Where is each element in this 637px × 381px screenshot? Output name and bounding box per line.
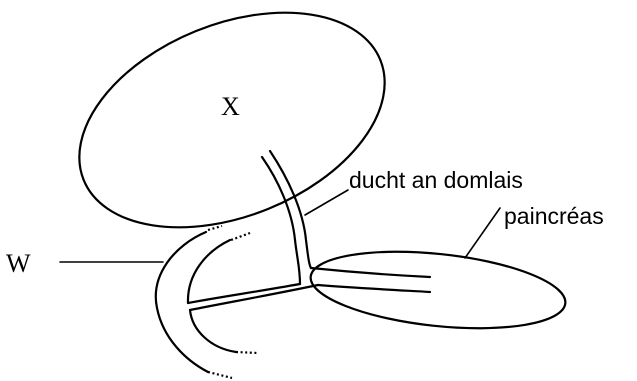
duct-branches (188, 284, 318, 310)
label-bile-duct: ducht an domlais (349, 167, 523, 193)
pancreas-leader-line (465, 208, 500, 258)
label-x: X (221, 92, 240, 121)
label-w: W (6, 249, 31, 278)
pancreas-outline (307, 241, 569, 339)
organ-x-outline (48, 0, 417, 269)
bile-duct-leader-line (305, 190, 348, 215)
pancreatic-duct (311, 268, 430, 292)
label-pancreas: paincréas (504, 203, 604, 229)
bile-duct (262, 151, 311, 284)
organ-w (156, 226, 258, 378)
